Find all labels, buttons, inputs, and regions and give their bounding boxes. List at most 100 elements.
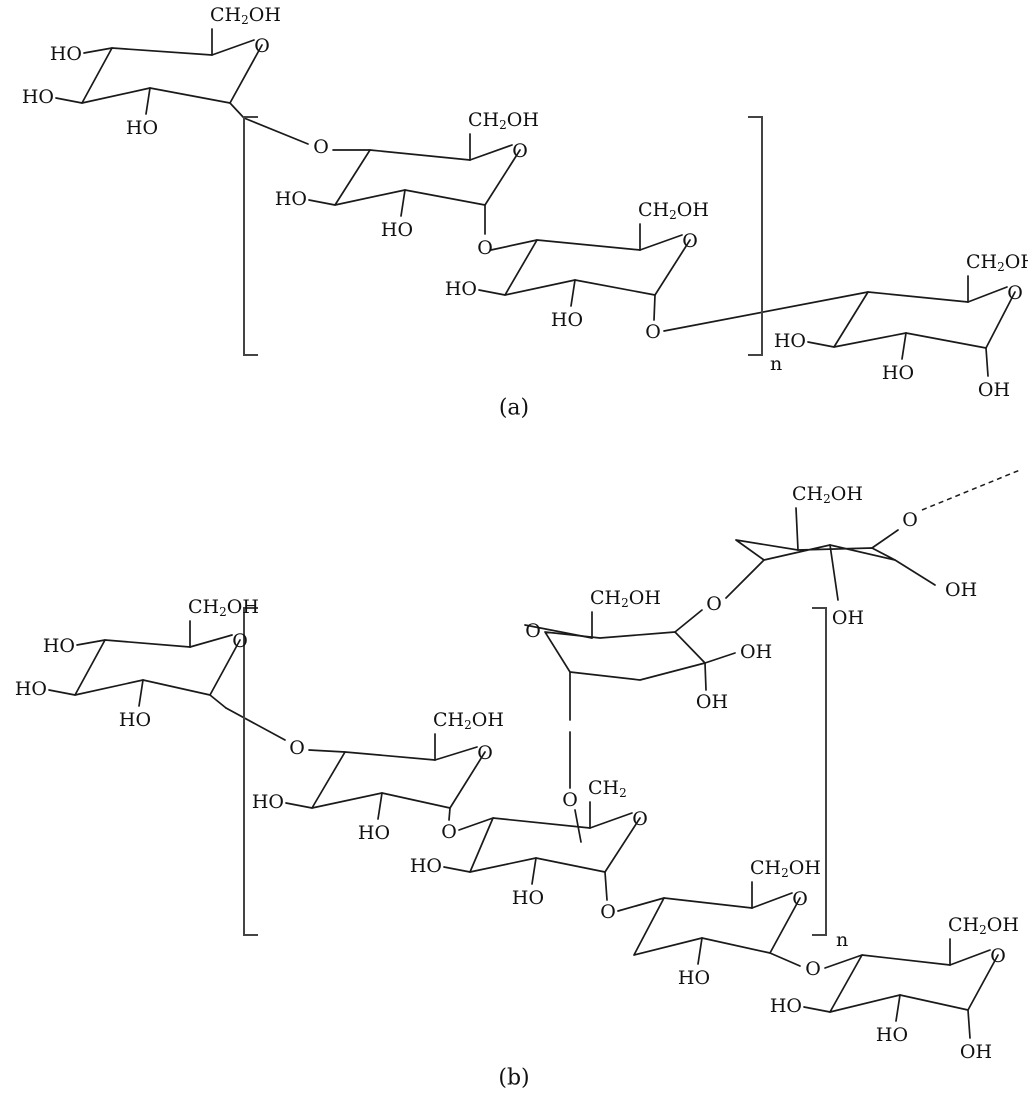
ring-b3-c3-oh-bond [443, 866, 471, 873]
ring-a3-c2-ho: HO [551, 309, 583, 331]
ring-a4-c2-ho: HO [882, 362, 914, 384]
ring-b7-ch2oh: CH2OH [792, 483, 863, 506]
ring-b5-c1-oh-bond [967, 1009, 971, 1039]
ring-b6-ring-oxygen: O [525, 620, 541, 642]
caption-a: (a) [499, 396, 529, 421]
ring-a2-o-bond [469, 144, 513, 161]
ring-a3-c3-oh-bond [478, 289, 506, 296]
branch-bond [574, 809, 582, 843]
ring-b2-c3-ho: HO [252, 791, 284, 813]
repeat-n-b: n [836, 929, 848, 951]
ring-b3-c2-oh-bond [531, 857, 537, 885]
ring-b2 [311, 751, 486, 809]
group-prefix: CH [792, 483, 823, 505]
glycosidic-bond [243, 117, 309, 145]
ring-b6-oh-bond [704, 662, 707, 691]
linking-oxygen-a2: O [477, 237, 493, 259]
group-subscript: 2 [621, 596, 629, 610]
group-subscript: 2 [619, 786, 627, 800]
ring-a4-c1-oh-bond [985, 347, 989, 377]
ring-a4-c1-oh: OH [978, 379, 1010, 401]
ring-b5-c3-ho: HO [770, 995, 802, 1017]
ring-a1-ch2oh: CH2OH [210, 4, 281, 27]
ring-b1-ch2oh: CH2OH [188, 596, 259, 619]
ring-a1-ring-oxygen: O [254, 35, 270, 57]
ring-b3 [469, 817, 641, 873]
ring-b4-c2-ho: HO [678, 967, 710, 989]
ring-a4-ring-oxygen: O [1007, 282, 1023, 304]
glycosidic-bond [617, 897, 665, 912]
group-suffix: OH [789, 857, 821, 879]
ring-b1-c3-oh-bond [48, 689, 76, 696]
group-suffix: OH [629, 587, 661, 609]
ring-a2-c3-ho: HO [275, 188, 307, 210]
ring-b2-ch2oh: CH2OH [433, 709, 504, 732]
bracket-left-b [243, 607, 258, 936]
caption-b: (b) [498, 1066, 529, 1091]
ring-a2 [334, 149, 521, 206]
ring-b5-c3-oh-bond [803, 1006, 831, 1013]
ring-a2-c2-oh-bond [400, 189, 406, 217]
ring-b2-ring-oxygen: O [477, 742, 493, 764]
glycosidic-bond [458, 817, 494, 831]
linking-oxygen-branch: O [562, 789, 578, 811]
group-suffix: OH [987, 914, 1019, 936]
glycosidic-bond [663, 291, 869, 332]
ring-b7-c6-bond [795, 507, 799, 551]
glycosidic-bond [604, 871, 608, 901]
ring-b1-c2-oh-bond [138, 679, 144, 707]
glycosidic-bond [824, 954, 863, 969]
ring-b1-c4-ho: HO [43, 635, 75, 657]
ring-b1-o-bond [189, 634, 233, 648]
ring-b1-c3-ho: HO [15, 678, 47, 700]
ring-a3 [504, 239, 691, 296]
group-subscript: 2 [669, 208, 677, 222]
ring-b6 [544, 631, 706, 681]
glycosidic-bond [871, 529, 899, 549]
ring-a3-c2-oh-bond [570, 279, 576, 307]
group-suffix: OH [227, 596, 259, 618]
group-suffix: OH [677, 199, 709, 221]
ring-a2-ch2oh: CH2OH [468, 109, 539, 132]
ring-b5-ch2oh: CH2OH [948, 914, 1019, 937]
ring-b2-c3-oh-bond [285, 802, 313, 809]
ring-b3-c2-ho: HO [512, 887, 544, 909]
group-subscript: 2 [499, 118, 507, 132]
ring-a3-c3-ho: HO [445, 278, 477, 300]
ring-a1-c2-ho: HO [126, 117, 158, 139]
group-prefix: CH [588, 777, 619, 799]
group-subscript: 2 [781, 866, 789, 880]
bracket-right-a [748, 116, 763, 356]
ring-b2-c2-ho: HO [358, 822, 390, 844]
group-prefix: CH [188, 596, 219, 618]
bond-layer [48, 28, 1021, 1039]
glycosidic-bond [725, 559, 765, 599]
ring-a3-ch2oh: CH2OH [638, 199, 709, 222]
ring-b3-o-bond [589, 812, 633, 829]
ring-b4-ch2oh: CH2OH [750, 857, 821, 880]
group-prefix: CH [638, 199, 669, 221]
group-subscript: 2 [823, 492, 831, 506]
glycosidic-bond [653, 294, 656, 321]
ring-b1-ring-oxygen: O [232, 630, 248, 652]
bracket-left-a [243, 116, 258, 356]
ring-a2-ring-oxygen: O [512, 140, 528, 162]
ring-b5-c1-oh: OH [960, 1041, 992, 1063]
ring-b1-c2-ho: HO [119, 709, 151, 731]
group-prefix: CH [948, 914, 979, 936]
ring-b1-c4-oh-bond [76, 639, 106, 646]
ring-a1 [81, 44, 263, 104]
ring-a4-c2-oh-bond [901, 332, 907, 360]
ring-b7-oh-bond [829, 544, 839, 601]
group-subscript: 2 [241, 13, 249, 27]
ring-a4-c3-oh-bond [807, 341, 835, 348]
group-suffix: OH [507, 109, 539, 131]
ring-b3-c3-ho: HO [410, 855, 442, 877]
glycosidic-bond [490, 239, 538, 251]
group-prefix: CH [750, 857, 781, 879]
group-subscript: 2 [464, 718, 472, 732]
ring-b6-c2-oh: OH [740, 641, 772, 663]
ring-a1-o-bond [211, 39, 255, 56]
ring-a4-ch2oh: CH2OH [966, 251, 1028, 274]
